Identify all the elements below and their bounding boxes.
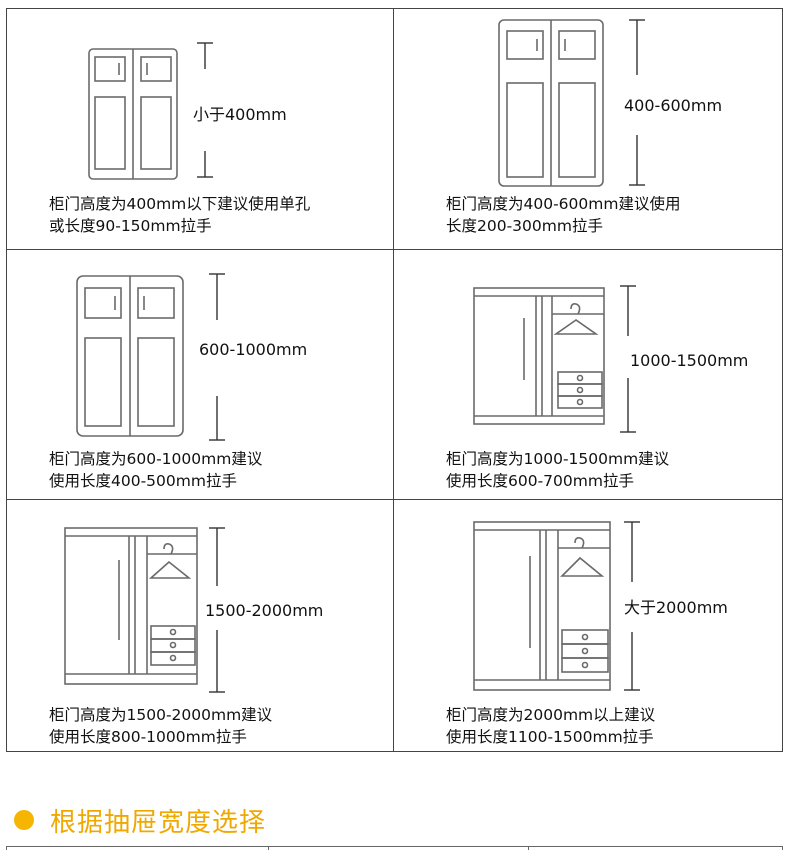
cabinet-two-door-icon — [498, 19, 645, 187]
height-label: 小于400mm — [193, 105, 287, 124]
height-label: 400-600mm — [624, 96, 723, 115]
height-label: 600-1000mm — [199, 340, 308, 359]
cell-600-1000: 600-1000mm 柜门高度为600-1000mm建议 使用长度400-500… — [7, 250, 393, 499]
next-table-tick — [6, 846, 7, 850]
caption-line-1: 柜门高度为600-1000mm建议 — [49, 450, 263, 468]
caption-line-1: 柜门高度为1500-2000mm建议 — [49, 706, 273, 724]
height-label: 1500-2000mm — [205, 601, 324, 620]
caption-line-2: 使用长度600-700mm拉手 — [446, 472, 634, 490]
section-header: 根据抽屉宽度选择 — [14, 800, 266, 840]
caption-line-1: 柜门高度为400mm以下建议使用单孔 — [49, 195, 311, 213]
height-label: 1000-1500mm — [630, 351, 749, 370]
caption-line-2: 或长度90-150mm拉手 — [49, 217, 212, 235]
next-table-tick — [782, 846, 783, 850]
row-divider — [7, 249, 782, 250]
next-table-tick — [268, 846, 269, 850]
cabinet-two-door-icon — [76, 273, 225, 441]
caption-line-1: 柜门高度为2000mm以上建议 — [446, 706, 656, 724]
cabinet-two-door-icon — [88, 42, 213, 180]
caption-line-2: 长度200-300mm拉手 — [446, 217, 603, 235]
caption-line-2: 使用长度1100-1500mm拉手 — [446, 728, 654, 746]
cell-under-400: 小于400mm 柜门高度为400mm以下建议使用单孔 或长度90-150mm拉手 — [7, 9, 393, 249]
cell-1500-2000: 1500-2000mm 柜门高度为1500-2000mm建议 使用长度800-1… — [7, 500, 393, 753]
column-divider — [393, 9, 394, 751]
cell-over-2000: 大于2000mm 柜门高度为2000mm以上建议 使用长度1100-1500mm… — [394, 500, 784, 753]
wardrobe-icon — [473, 285, 636, 433]
height-label: 大于2000mm — [624, 598, 728, 617]
caption-line-2: 使用长度400-500mm拉手 — [49, 472, 237, 490]
caption-line-1: 柜门高度为400-600mm建议使用 — [446, 195, 681, 213]
caption-line-1: 柜门高度为1000-1500mm建议 — [446, 450, 670, 468]
wardrobe-icon — [473, 521, 640, 691]
cell-1000-1500: 1000-1500mm 柜门高度为1000-1500mm建议 使用长度600-7… — [394, 250, 784, 499]
section-title: 根据抽屉宽度选择 — [50, 807, 267, 838]
next-table-tick — [528, 846, 529, 850]
wardrobe-icon — [64, 527, 225, 693]
handle-guide-table: 小于400mm 柜门高度为400mm以下建议使用单孔 或长度90-150mm拉手… — [6, 8, 783, 752]
bullet-dot-icon — [14, 810, 34, 830]
row-divider — [7, 499, 782, 500]
caption-line-2: 使用长度800-1000mm拉手 — [49, 728, 247, 746]
next-table-top-border — [6, 846, 783, 847]
cell-400-600: 400-600mm 柜门高度为400-600mm建议使用 长度200-300mm… — [394, 9, 784, 249]
